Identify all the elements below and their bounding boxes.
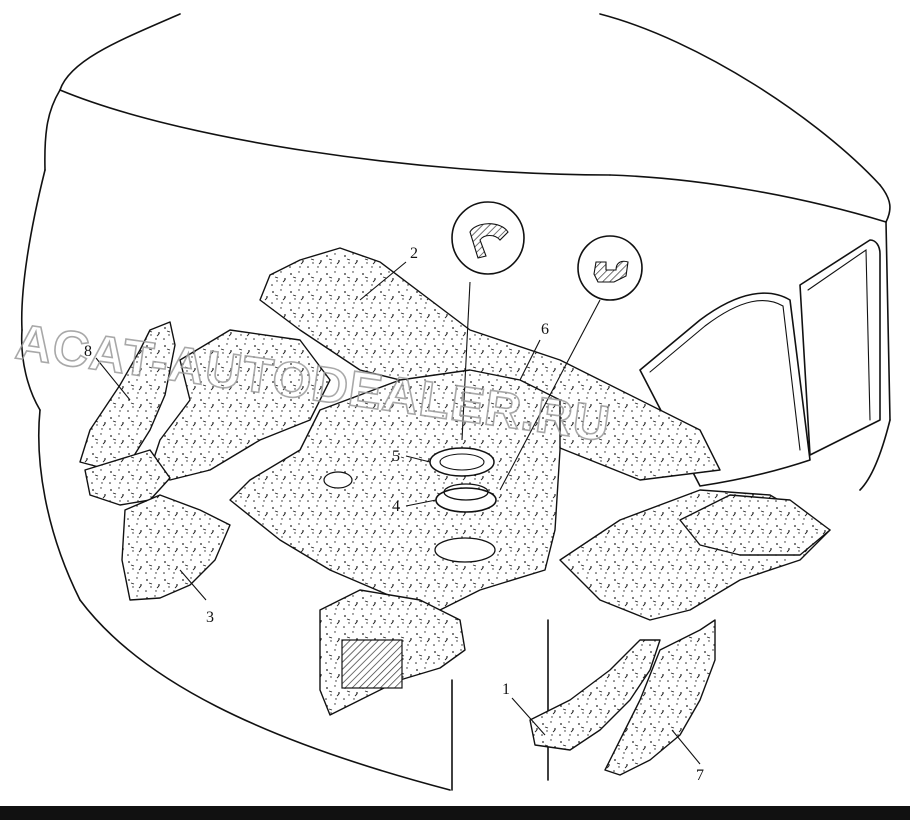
callout-1: 1 — [502, 681, 510, 698]
callout-5: 5 — [392, 448, 400, 465]
callout-8: 8 — [84, 343, 92, 360]
part-2-rear-floor-mat — [259, 247, 721, 481]
floor-plug — [323, 471, 353, 489]
part-7-right-side-panel — [604, 619, 716, 776]
bottom-border-bar — [0, 806, 910, 820]
callout-7: 7 — [696, 767, 704, 784]
cab-outline — [20, 13, 891, 791]
right-step-mat — [679, 494, 831, 556]
part-4-clamp-ring-top — [443, 483, 489, 501]
callout-6: 6 — [541, 321, 549, 338]
side-windows — [639, 239, 881, 487]
callout-4: 4 — [392, 498, 400, 515]
section-detail-1 — [451, 201, 525, 275]
left-floor-section — [149, 329, 331, 481]
part-5-seal-ring-inner — [439, 453, 485, 471]
detail-2-leader — [499, 299, 601, 491]
floor-opening — [434, 537, 496, 563]
callout-3: 3 — [206, 609, 214, 626]
part-1-right-step — [529, 639, 661, 751]
callout-2: 2 — [410, 245, 418, 262]
detail-1-leader — [461, 281, 471, 441]
part-3-front-left-panel — [121, 494, 231, 601]
callout-leaders — [95, 261, 701, 765]
section-detail-2 — [577, 235, 643, 301]
console-hatched-insert — [341, 639, 403, 689]
